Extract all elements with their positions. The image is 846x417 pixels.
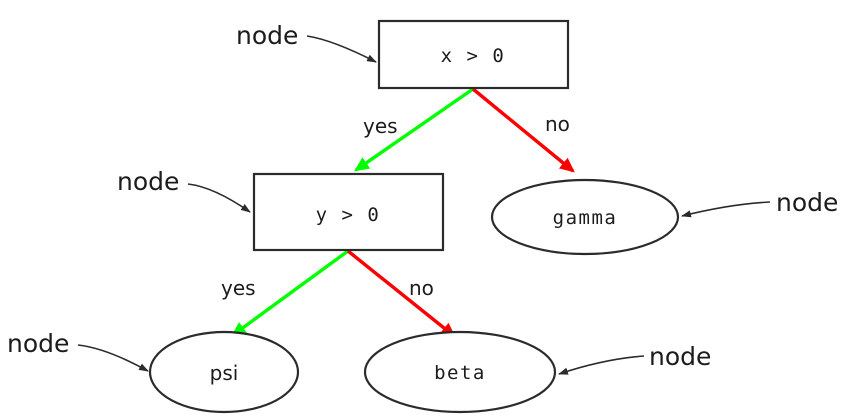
- annotation-node-root: node: [236, 21, 377, 63]
- annotation-leader-gamma: [681, 201, 771, 218]
- edge-inner-to-beta-no: [346, 249, 456, 338]
- annotation-node-gamma: node: [681, 188, 838, 218]
- edge-inner-to-psi-yes: [231, 249, 350, 337]
- annotation-leader-psi: [77, 344, 149, 372]
- annotation-leader-root: [306, 35, 377, 63]
- node-psi-ellipse: [148, 330, 300, 414]
- node-root-box: [377, 19, 570, 90]
- node-beta-label: beta: [434, 362, 486, 384]
- node-inner-box: [252, 172, 445, 252]
- annotation-label-beta: node: [649, 342, 711, 371]
- edge-root-to-inner-yes: [354, 87, 474, 172]
- node-psi[interactable]: psi: [148, 330, 300, 414]
- node-psi-label: psi: [210, 361, 239, 385]
- edge-label-no-root: no: [545, 112, 570, 136]
- node-gamma-label: gamma: [553, 207, 618, 229]
- edge-label-yes-root: yes: [363, 114, 398, 138]
- annotation-label-gamma: node: [776, 188, 838, 217]
- edge-label-yes-inner: yes: [221, 276, 256, 300]
- annotation-node-beta: node: [558, 342, 711, 375]
- annotation-leader-beta: [558, 355, 645, 375]
- annotation-label-psi: node: [7, 329, 69, 358]
- annotation-node-inner: node: [117, 167, 251, 213]
- node-root-label: x > 0: [441, 45, 506, 67]
- annotation-label-root: node: [236, 21, 298, 50]
- node-gamma-ellipse: [490, 178, 680, 256]
- node-beta[interactable]: beta: [363, 330, 557, 414]
- annotation-node-psi: node: [7, 329, 149, 372]
- node-root[interactable]: x > 0: [377, 19, 570, 90]
- node-inner-label: y > 0: [316, 204, 381, 226]
- node-gamma[interactable]: gamma: [490, 178, 680, 256]
- edge-root-to-gamma-no: [471, 87, 575, 173]
- node-beta-ellipse: [363, 330, 557, 414]
- edge-label-no-inner: no: [409, 276, 434, 300]
- annotation-leader-inner: [187, 183, 251, 213]
- annotation-label-inner: node: [117, 167, 179, 196]
- node-inner[interactable]: y > 0: [252, 172, 445, 252]
